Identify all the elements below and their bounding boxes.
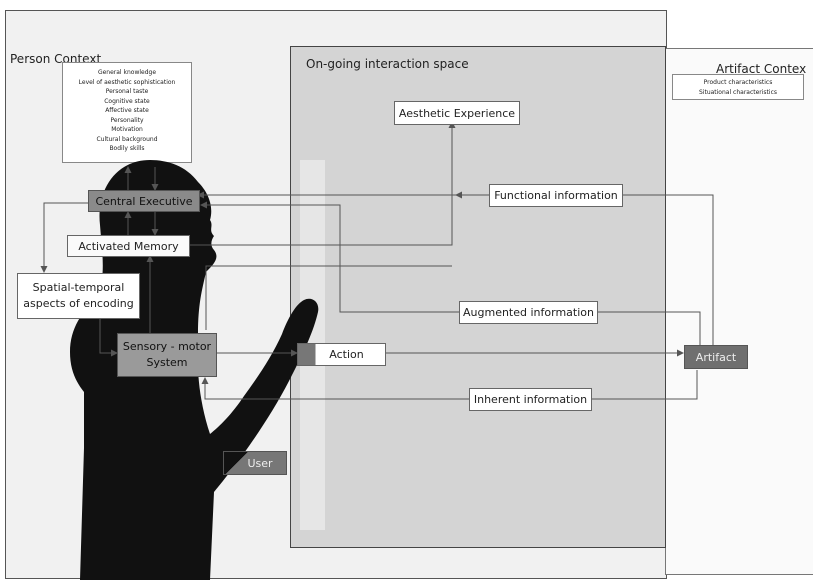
spatial-temporal-label-line1: Spatial-temporal — [32, 281, 125, 294]
person-factor-item: Level of aesthetic sophistication — [78, 78, 176, 86]
augmented-information-node: Augmented information — [459, 301, 598, 324]
person-factor-item: Cognitive state — [104, 97, 150, 105]
artifact-node: Artifact — [684, 345, 748, 369]
aesthetic-experience-node: Aesthetic Experience — [394, 101, 520, 125]
sensory-motor-node: Sensory - motor System — [117, 333, 217, 377]
person-factor-item: Personality — [110, 116, 144, 124]
spatial-temporal-node: Spatial-temporal aspects of encoding — [17, 273, 140, 319]
artifact-factors-box: Product characteristics Situational char… — [672, 74, 804, 100]
person-factor-item: Cultural background — [96, 135, 158, 143]
artifact-factors-list: Product characteristics Situational char… — [673, 78, 803, 97]
action-node: Action — [297, 343, 386, 366]
artifact-context-title: Artifact Contex — [716, 62, 807, 76]
central-executive-node: Central Executive — [88, 190, 200, 212]
person-factors-list: General knowledge Level of aesthetic sop… — [63, 68, 191, 154]
user-label: User — [247, 456, 273, 470]
person-factors-box: General knowledge Level of aesthetic sop… — [62, 62, 192, 163]
inherent-information-node: Inherent information — [469, 388, 592, 411]
person-factor-item: Motivation — [111, 126, 143, 133]
person-factor-item: Affective state — [105, 107, 149, 114]
artifact-factor-item: Situational characteristics — [698, 88, 778, 96]
action-label: Action — [329, 348, 364, 361]
person-factor-item: Bodily skills — [109, 145, 145, 152]
person-factor-item: General knowledge — [97, 69, 157, 76]
interaction-space-title: On-going interaction space — [306, 57, 469, 71]
sensory-motor-label-line1: Sensory - motor — [122, 340, 212, 353]
interaction-space-region — [290, 46, 666, 548]
user-node: User — [223, 451, 287, 475]
functional-information-node: Functional information — [489, 184, 623, 207]
person-factor-item: Personal taste — [105, 88, 149, 95]
artifact-factor-item: Product characteristics — [703, 79, 773, 86]
sensory-motor-label-line2: System — [146, 356, 188, 369]
spatial-temporal-label-line2: aspects of encoding — [23, 297, 134, 310]
activated-memory-node: Activated Memory — [67, 235, 190, 257]
